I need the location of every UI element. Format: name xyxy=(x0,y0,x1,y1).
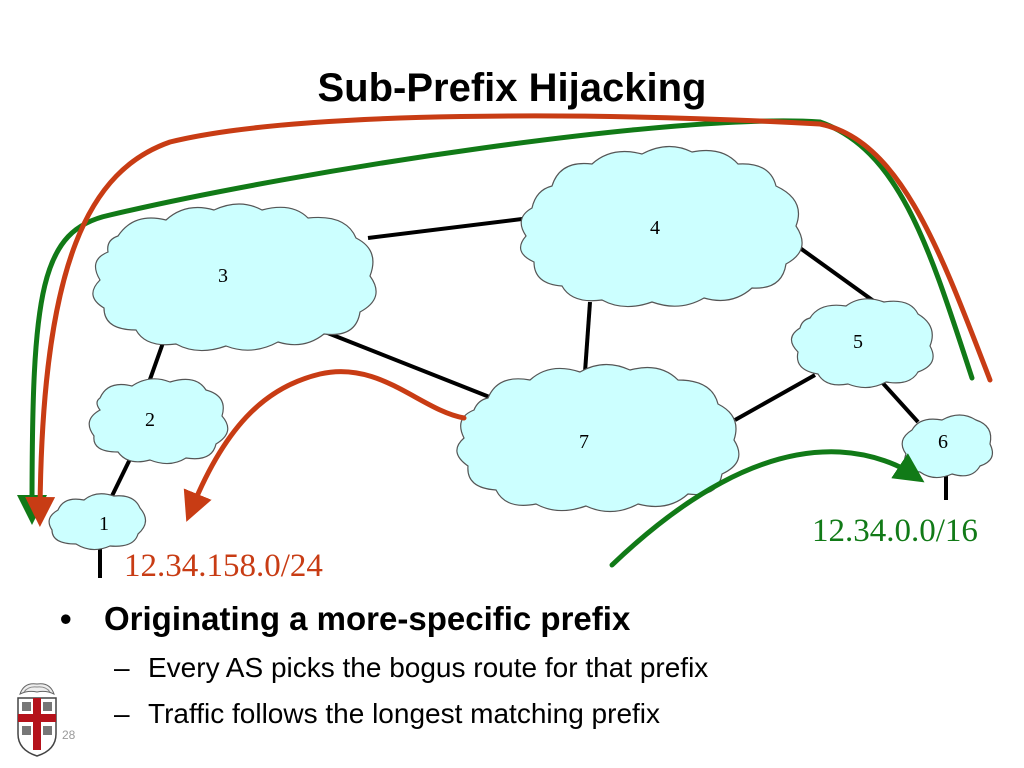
dash-icon: – xyxy=(114,652,130,683)
university-shield-icon xyxy=(17,683,57,757)
as-links xyxy=(98,216,948,578)
cloud-as-4 xyxy=(519,145,803,308)
cloud-as-1 xyxy=(48,493,147,551)
link-5-7 xyxy=(734,373,816,422)
legit-route-arrow-long xyxy=(17,118,975,525)
sub-bullet-1-text: Every AS picks the bogus route for that … xyxy=(148,652,709,683)
link-3-4 xyxy=(367,216,531,240)
link-5-6 xyxy=(878,378,920,424)
bullet-main-text: Originating a more-specific prefix xyxy=(104,600,631,637)
slide-title: Sub-Prefix Hijacking xyxy=(317,66,707,110)
as-label-5: 5 xyxy=(853,331,863,353)
bogus-prefix-label: 12.34.158.0/24 xyxy=(124,548,323,584)
cloud-as-7 xyxy=(456,363,740,513)
cloud-as-3 xyxy=(92,203,377,352)
link-2-3 xyxy=(146,339,166,386)
cloud-as-5 xyxy=(790,298,934,389)
link-4-5 xyxy=(798,246,877,304)
as-label-1: 1 xyxy=(99,513,109,535)
route-arrows xyxy=(17,113,993,568)
page-number: 28 xyxy=(62,728,76,742)
dash-icon: – xyxy=(114,698,130,729)
link-3-7 xyxy=(319,328,493,400)
sub-bullet-2-text: Traffic follows the longest matching pre… xyxy=(148,698,661,729)
as-label-6: 6 xyxy=(938,431,948,453)
as-label-3: 3 xyxy=(218,265,228,287)
as-label-4: 4 xyxy=(650,217,660,239)
cloud-as-2 xyxy=(88,378,229,465)
as-labels: 1 2 3 4 5 6 7 xyxy=(99,217,948,535)
bogus-route-arrow-short xyxy=(183,369,467,522)
legit-prefix-label: 12.34.0.0/16 xyxy=(812,513,978,549)
as-clouds xyxy=(48,145,993,551)
link-1-2 xyxy=(108,454,134,501)
as-label-2: 2 xyxy=(145,409,155,431)
sub-bullet-2: –Traffic follows the longest matching pr… xyxy=(114,698,660,730)
as-label-7: 7 xyxy=(579,431,589,453)
link-4-7 xyxy=(583,301,592,373)
bullet-dot-icon: • xyxy=(60,600,72,637)
bullet-main: • Originating a more-specific prefix xyxy=(60,600,630,638)
bogus-route-arrow-long xyxy=(25,113,993,527)
sub-bullet-1: –Every AS picks the bogus route for that… xyxy=(114,652,708,684)
legit-route-arrow-short xyxy=(609,449,925,568)
